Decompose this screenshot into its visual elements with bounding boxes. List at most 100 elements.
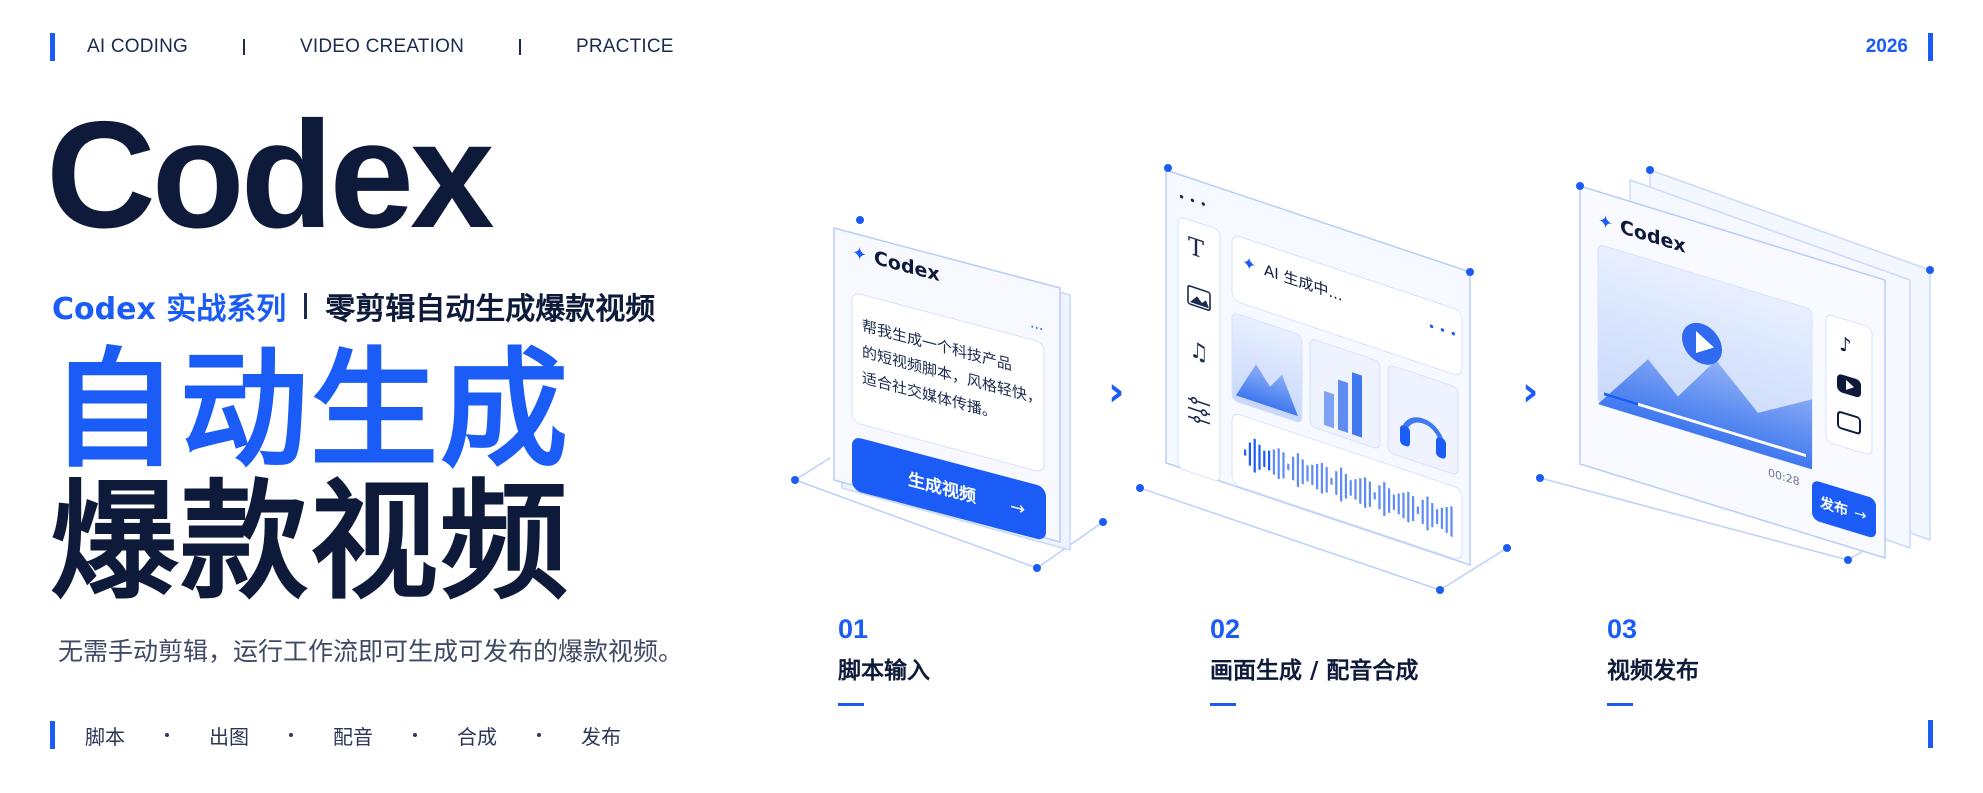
waveform-bar xyxy=(1296,452,1300,488)
hero-subline: Codex 实战系列 零剪辑自动生成爆款视频 xyxy=(52,284,655,328)
waveform-bar xyxy=(1258,444,1261,471)
accent-bar xyxy=(50,721,55,749)
arrow-right-icon: → xyxy=(1854,504,1867,525)
tag-separator xyxy=(289,733,293,737)
waveform-bar xyxy=(1402,492,1405,519)
waveform-bar xyxy=(1320,462,1324,494)
bilibili-icon[interactable] xyxy=(1837,411,1861,435)
tag-separator xyxy=(537,733,541,737)
tag-script: 脚本 xyxy=(85,724,125,749)
hero-description: 无需手动剪辑，运行工作流即可生成可发布的爆款视频。 xyxy=(58,637,684,666)
series-label: Codex 实战系列 xyxy=(52,292,287,327)
waveform-bar xyxy=(1416,506,1420,515)
waveform-bar xyxy=(1426,496,1429,531)
waveform-bar xyxy=(1397,493,1400,515)
chevron-right-icon: › xyxy=(1108,369,1124,415)
script-input-panel: ✦ Codex ... 帮我生成一个科技产品 的短视频脚本，风格轻快， 适合社交… xyxy=(791,216,1107,572)
waveform-bar xyxy=(1277,448,1280,480)
waveform-bar xyxy=(1412,495,1415,522)
sliders-tool-icon xyxy=(1188,396,1210,425)
generation-panel: • • • T ♫ ✦ AI 生成中... • • • xyxy=(1136,164,1511,594)
step-1: 01 脚本输入 xyxy=(838,614,930,706)
waveform-bar xyxy=(1248,442,1252,467)
step-2: 02 画面生成 / 配音合成 xyxy=(1210,614,1418,706)
step-dash xyxy=(838,703,864,706)
waveform-bar xyxy=(1354,478,1357,500)
progress-fill xyxy=(1604,392,1638,406)
tag-voice: 配音 xyxy=(333,724,373,749)
step-dash xyxy=(1607,703,1633,706)
more-icon: ... xyxy=(1030,315,1043,334)
text-tool-icon: T xyxy=(1188,231,1205,265)
waveform-bar xyxy=(1378,485,1381,510)
music-tool-icon: ♫ xyxy=(1189,336,1209,368)
waveform-bar xyxy=(1436,508,1439,525)
waveform-bar xyxy=(1349,479,1352,496)
step-label: 画面生成 / 配音合成 xyxy=(1210,658,1419,684)
nav-divider xyxy=(519,39,521,55)
step-number: 03 xyxy=(1607,614,1638,644)
waveform-bar xyxy=(1311,464,1314,486)
tag-image: 出图 xyxy=(209,724,249,749)
waveform-bar xyxy=(1440,507,1443,530)
nav-item-practice[interactable]: PRACTICE xyxy=(576,36,674,57)
step-number: 02 xyxy=(1210,614,1241,644)
waveform-bar xyxy=(1421,499,1424,525)
step-number: 01 xyxy=(838,614,869,644)
nav-item-video-creation[interactable]: VIDEO CREATION xyxy=(300,36,464,57)
nav-divider xyxy=(243,39,246,55)
waveform-bar xyxy=(1388,488,1391,514)
waveform-bar xyxy=(1359,477,1362,505)
publish-button[interactable] xyxy=(1812,479,1876,539)
year-label-group: 2026 xyxy=(1866,30,1933,64)
waveform-bar xyxy=(1263,450,1266,468)
tag-separator xyxy=(165,733,169,737)
waveform-bar xyxy=(1268,450,1271,471)
tag-separator xyxy=(413,733,417,737)
waveform-bar xyxy=(1272,449,1276,476)
tiktok-icon[interactable]: ♪ xyxy=(1839,331,1852,358)
waveform-bar xyxy=(1325,466,1328,493)
tag-compose: 合成 xyxy=(457,724,497,749)
hero-title: Codex xyxy=(46,90,495,260)
waveform-bar xyxy=(1450,505,1453,538)
arrow-right-icon: → xyxy=(1010,496,1025,521)
waveform-bar xyxy=(1445,506,1448,534)
image-tool-icon xyxy=(1187,285,1211,311)
subline-divider xyxy=(304,293,308,319)
waveform-bar xyxy=(1316,463,1319,490)
year-label: 2026 xyxy=(1865,36,1908,57)
chevron-right-icon: › xyxy=(1522,369,1538,415)
sparkle-icon: ✦ xyxy=(852,242,867,267)
waveform-bar xyxy=(1340,467,1343,502)
generate-video-button[interactable] xyxy=(852,436,1046,541)
waveform-bar xyxy=(1364,477,1367,509)
waveform-bar xyxy=(1392,494,1396,511)
waveform-bar xyxy=(1383,481,1386,517)
step-dash xyxy=(1210,703,1236,706)
accent-bar xyxy=(1928,720,1933,748)
step-label: 脚本输入 xyxy=(838,658,930,684)
waveform-bar xyxy=(1292,456,1295,481)
workflow-illustration: ✦ Codex ... 帮我生成一个科技产品 的短视频脚本，风格轻快， 适合社交… xyxy=(791,164,1934,594)
waveform-bar xyxy=(1253,438,1256,473)
waveform-bar xyxy=(1431,502,1434,528)
publish-panel: ✦ Codex 00:28 ♪ 发布 → xyxy=(1536,166,1934,564)
waveform-bar xyxy=(1287,463,1290,471)
waveform-bar xyxy=(1344,473,1348,499)
waveform-bar xyxy=(1244,449,1247,456)
waveform-bar xyxy=(1335,470,1338,496)
waveform-bar xyxy=(1330,477,1333,486)
step-3: 03 视频发布 xyxy=(1607,614,1699,706)
nav-item-ai-coding[interactable]: AI CODING xyxy=(87,36,189,57)
waveform-bar xyxy=(1407,491,1410,523)
hero-headline-line2: 爆款视频 xyxy=(50,468,571,617)
waveform-bar xyxy=(1368,481,1372,508)
feature-tags: 脚本 出图 配音 合成 发布 xyxy=(50,720,621,750)
accent-bar xyxy=(50,33,55,61)
waveform-bar xyxy=(1282,451,1285,479)
top-nav: AI CODING VIDEO CREATION PRACTICE xyxy=(50,30,674,64)
waveform-bar xyxy=(1306,464,1309,482)
waveform-bar xyxy=(1373,491,1376,500)
hero-tagline: 零剪辑自动生成爆款视频 xyxy=(325,292,656,327)
